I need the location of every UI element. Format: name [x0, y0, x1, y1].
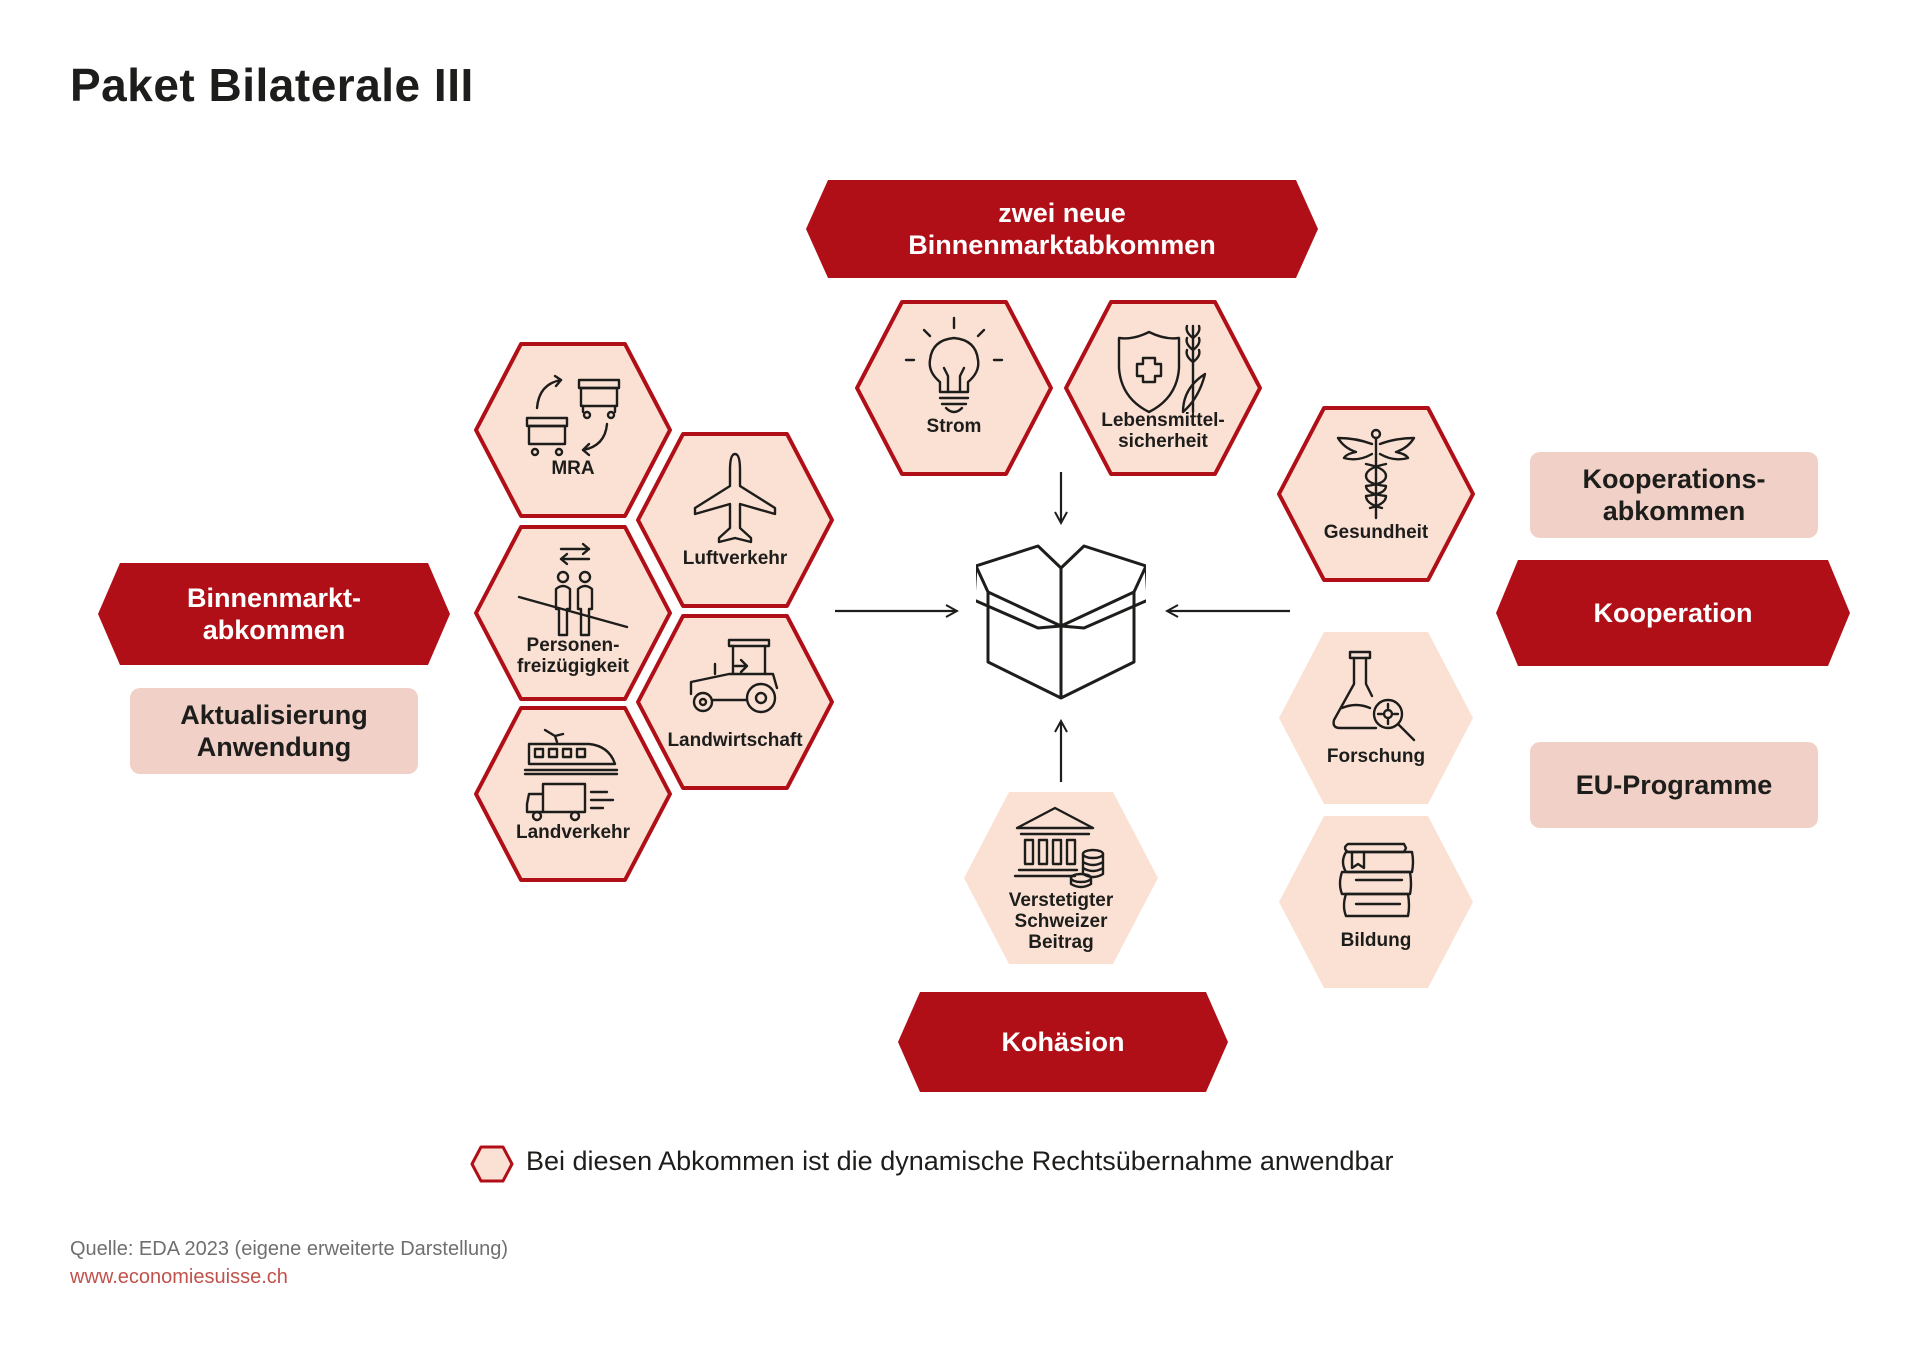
website-link[interactable]: www.economiesuisse.ch: [70, 1266, 288, 1288]
open-box-icon: [976, 544, 1146, 700]
caduceus-icon: [1336, 428, 1416, 520]
hex-verstetigter-schweizer-beitrag: Verstetigter Schweizer Beitrag: [962, 790, 1160, 966]
hex-luftverkehr: Luftverkehr: [636, 432, 834, 608]
page-title: Paket Bilaterale III: [70, 59, 474, 111]
hex-label: Forschung: [1326, 746, 1426, 767]
hex-lebensmittelsicherheit: Lebensmittel- sicherheit: [1064, 300, 1262, 476]
hex-label: Landverkehr: [515, 822, 631, 843]
flask-magnifier-icon: [1332, 650, 1416, 742]
hex-strom: Strom: [855, 300, 1053, 476]
note-aktualisierung-anwendung: Aktualisierung Anwendung: [130, 688, 418, 774]
market-stall-exchange-icon: [525, 374, 621, 457]
hex-label: Bildung: [1340, 930, 1412, 951]
tag-zwei-neue-binnenmarktabkommen: zwei neue Binnenmarktabkommen: [806, 180, 1318, 278]
note-kooperationsabkommen: Kooperations- abkommen: [1530, 452, 1818, 538]
tag-binnenmarktabkommen: Binnenmarkt- abkommen: [98, 563, 450, 665]
tag-kooperation: Kooperation: [1496, 560, 1850, 666]
people-crossing-icon: [517, 542, 629, 637]
note-eu-programme: EU-Programme: [1530, 742, 1818, 828]
bank-coins-icon: [1013, 806, 1105, 889]
hex-label: Strom: [926, 416, 982, 437]
light-bulb-icon: [904, 316, 1004, 414]
hex-label: Personen- freizügigkeit: [517, 635, 629, 677]
hex-forschung: Forschung: [1277, 630, 1475, 806]
hex-bildung: Bildung: [1277, 814, 1475, 990]
source-note: Quelle: EDA 2023 (eigene erweiterte Dars…: [70, 1238, 509, 1260]
hex-label: MRA: [551, 458, 595, 479]
hex-label: Verstetigter Schweizer Beitrag: [1008, 890, 1114, 953]
airplane-icon: [693, 452, 777, 544]
train-truck-icon: [523, 728, 619, 822]
legend-hexagon-marker: [470, 1145, 514, 1183]
shield-wheat-icon: [1117, 324, 1207, 414]
tag-kohaesion: Kohäsion: [898, 992, 1228, 1092]
hex-personenfreizuegigkeit: Personen- freizügigkeit: [474, 525, 672, 701]
books-icon: [1338, 842, 1415, 918]
tractor-icon: [689, 638, 779, 714]
hex-gesundheit: Gesundheit: [1277, 406, 1475, 582]
hex-label: Lebensmittel- sicherheit: [1101, 410, 1225, 452]
legend-text: Bei diesen Abkommen ist die dynamische R…: [526, 1146, 1394, 1176]
hex-label: Luftverkehr: [682, 548, 788, 569]
hex-landwirtschaft: Landwirtschaft: [636, 614, 834, 790]
hex-label: Gesundheit: [1323, 522, 1429, 543]
hex-mra: MRA: [474, 342, 672, 518]
hex-label: Landwirtschaft: [667, 730, 803, 751]
hex-landverkehr: Landverkehr: [474, 706, 672, 882]
